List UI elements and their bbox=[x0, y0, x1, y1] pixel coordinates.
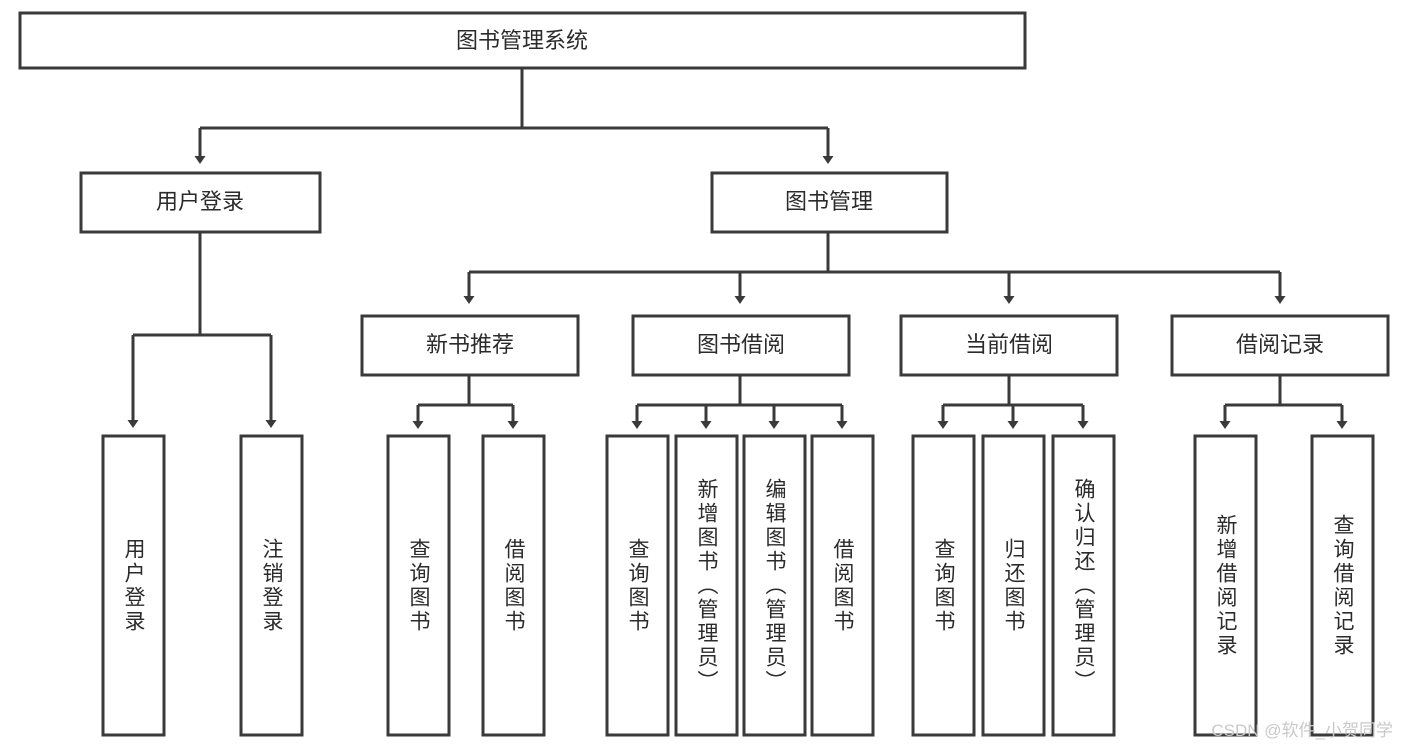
node-new-book-recommend[interactable]: 新书推荐 bbox=[360, 314, 580, 377]
node-borrow-record-label: 借阅记录 bbox=[1236, 332, 1324, 357]
leaf-box-new-book-1[interactable] bbox=[386, 434, 451, 737]
node-current-borrow[interactable]: 当前借阅 bbox=[899, 314, 1119, 377]
node-user-login-label: 用户登录 bbox=[156, 189, 244, 214]
leaf-box-borrow-record-2[interactable] bbox=[1310, 434, 1375, 737]
leaf-box-book-borrow-4[interactable] bbox=[810, 434, 875, 737]
node-new-book-recommend-label: 新书推荐 bbox=[426, 332, 514, 357]
leaf-box-book-borrow-1[interactable] bbox=[605, 434, 670, 737]
node-user-login[interactable]: 用户登录 bbox=[79, 171, 322, 234]
watermark: CSDN @软件_小贺同学 bbox=[1211, 721, 1393, 740]
leaf-box-user-login-2[interactable] bbox=[239, 434, 304, 737]
leaf-box-borrow-record-1[interactable] bbox=[1193, 434, 1258, 737]
leaf-box-current-borrow-1[interactable] bbox=[911, 434, 976, 737]
node-current-borrow-label: 当前借阅 bbox=[965, 332, 1053, 357]
leaf-box-user-login-1[interactable] bbox=[101, 434, 166, 737]
leaf-box-book-borrow-2[interactable] bbox=[674, 434, 739, 737]
node-root[interactable]: 图书管理系统 bbox=[18, 11, 1027, 70]
leaf-box-new-book-2[interactable] bbox=[481, 434, 546, 737]
node-book-manage-label: 图书管理 bbox=[785, 189, 873, 214]
node-root-label: 图书管理系统 bbox=[456, 28, 588, 53]
node-borrow-record[interactable]: 借阅记录 bbox=[1170, 314, 1390, 377]
leaf-box-current-borrow-3[interactable] bbox=[1051, 434, 1116, 737]
leaf-box-book-borrow-3[interactable] bbox=[742, 434, 807, 737]
node-book-borrow-label: 图书借阅 bbox=[697, 332, 785, 357]
node-book-borrow[interactable]: 图书借阅 bbox=[631, 314, 851, 377]
leaf-box-current-borrow-2[interactable] bbox=[981, 434, 1046, 737]
node-book-manage[interactable]: 图书管理 bbox=[710, 171, 949, 234]
